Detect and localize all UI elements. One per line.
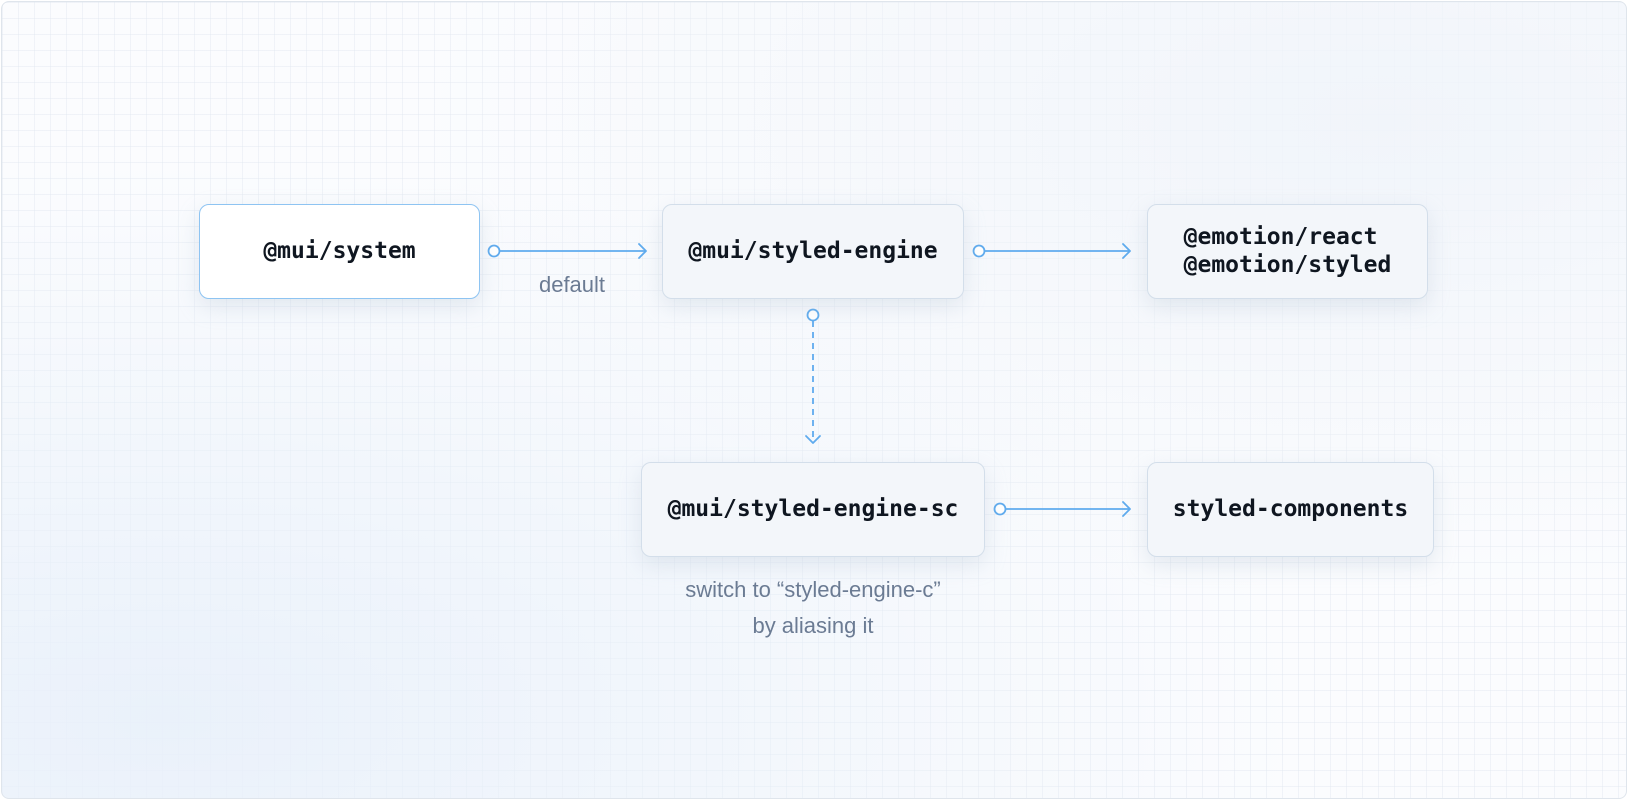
edge-start-dot — [993, 502, 1007, 516]
edge-styled-engine-to-styled-engine-sc — [805, 308, 821, 444]
node-styled-components: styled-components — [1147, 462, 1434, 557]
edge-styled-engine-sc-to-styled-components — [993, 501, 1131, 517]
node-mui-system: @mui/system — [199, 204, 480, 299]
edge-start-dot — [806, 308, 820, 322]
switch-caption-line: by aliasing it — [752, 613, 874, 638]
edge-start-dot — [487, 244, 501, 258]
node-mui-styled-engine: @mui/styled-engine — [662, 204, 964, 299]
node-label-line: @emotion/styled — [1183, 251, 1392, 278]
node-label: @emotion/react @emotion/styled — [1184, 224, 1392, 279]
node-label: @mui/system — [263, 237, 416, 264]
node-label: styled-components — [1172, 495, 1409, 522]
node-label-line: @emotion/react — [1183, 223, 1378, 250]
edge-system-to-styled-engine — [487, 243, 647, 259]
node-mui-styled-engine-sc: @mui/styled-engine-sc — [641, 462, 985, 557]
switch-caption: switch to “styled-engine-c” by aliasing … — [613, 572, 1013, 644]
switch-caption-line: switch to “styled-engine-c” — [685, 577, 941, 602]
node-label: @mui/styled-engine — [688, 237, 938, 264]
edge-styled-engine-to-emotion — [972, 243, 1131, 259]
arrow-head — [638, 243, 647, 259]
edge-start-dot — [972, 244, 986, 258]
arrow-head — [1122, 501, 1131, 517]
edge-label-default: default — [538, 272, 606, 297]
node-emotion: @emotion/react @emotion/styled — [1147, 204, 1428, 299]
arrow-head — [805, 435, 821, 444]
node-label: @mui/styled-engine-sc — [667, 495, 959, 522]
arrow-head — [1122, 243, 1131, 259]
